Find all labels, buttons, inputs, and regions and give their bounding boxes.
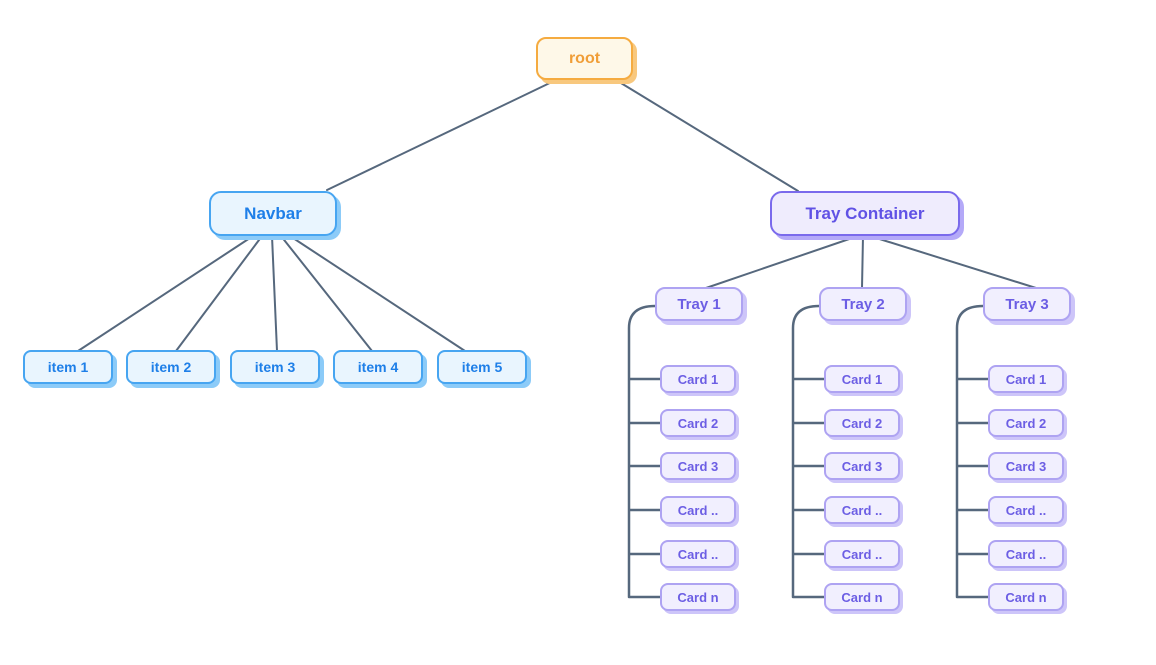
tray-3-card-1[interactable]: Card 1 [988,365,1064,393]
edge-navbar-item-5 [289,235,466,352]
edge-container-tray-1 [705,235,859,289]
tray-2-card-1[interactable]: Card 1 [824,365,900,393]
tray-2-card-2[interactable]: Card 2 [824,409,900,437]
edge-navbar-item-1 [77,235,254,352]
edge-root-navbar [326,79,557,191]
tray-2-card-3[interactable]: Card 3 [824,452,900,480]
tray-1-card-3[interactable]: Card 3 [660,452,736,480]
edge-navbar-item-4 [280,235,373,352]
navbar-item-5[interactable]: item 5 [437,350,527,384]
tray-3-card-3[interactable]: Card 3 [988,452,1064,480]
bracket-tray-3-cards [955,304,990,599]
tray-3-card-4[interactable]: Card .. [988,496,1064,524]
tray-1-card-1[interactable]: Card 1 [660,365,736,393]
tray-1-card-n[interactable]: Card n [660,583,736,611]
tray-1-node[interactable]: Tray 1 [655,287,743,321]
edge-navbar-item-3 [271,235,278,352]
bracket-tray-2-cards [791,304,826,599]
bracket-tray-1-cards [627,304,662,599]
tray-2-card-n[interactable]: Card n [824,583,900,611]
navbar-item-3[interactable]: item 3 [230,350,320,384]
tray-1-card-4[interactable]: Card .. [660,496,736,524]
navbar-item-1[interactable]: item 1 [23,350,113,384]
tray-2-card-5[interactable]: Card .. [824,540,900,568]
edge-container-tray-2 [861,235,864,289]
tray-3-card-5[interactable]: Card .. [988,540,1064,568]
navbar-node[interactable]: Navbar [209,191,337,236]
tray-3-card-2[interactable]: Card 2 [988,409,1064,437]
edge-navbar-item-2 [175,235,263,352]
edge-container-tray-3 [869,235,1037,289]
navbar-item-4[interactable]: item 4 [333,350,423,384]
tray-1-card-5[interactable]: Card .. [660,540,736,568]
tray-1-card-2[interactable]: Card 2 [660,409,736,437]
tray-2-card-4[interactable]: Card .. [824,496,900,524]
tray-3-card-n[interactable]: Card n [988,583,1064,611]
navbar-item-2[interactable]: item 2 [126,350,216,384]
tray-2-node[interactable]: Tray 2 [819,287,907,321]
tray-container-node[interactable]: Tray Container [770,191,960,236]
root-node[interactable]: root [536,37,633,80]
edge-root-tray-container [615,79,799,192]
tray-3-node[interactable]: Tray 3 [983,287,1071,321]
